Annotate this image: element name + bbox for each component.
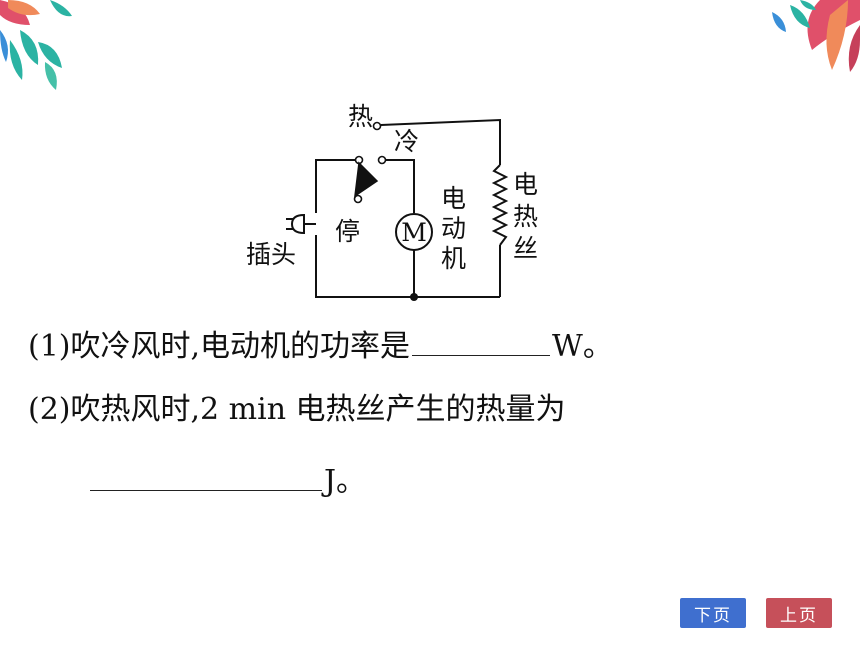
- question-2: (2)吹热风时,2 min 电热丝产生的热量为: [28, 390, 566, 430]
- label-plug: 插头: [246, 240, 296, 269]
- wire-cold: [385, 159, 415, 213]
- question-2-continued: J。: [88, 460, 366, 502]
- floral-decoration-right-icon: [772, 0, 860, 72]
- wire-hot: [380, 118, 501, 165]
- question-2-unit: J。: [324, 464, 367, 499]
- contact-stop: [353, 194, 363, 204]
- label-heater-1: 电: [513, 170, 538, 199]
- answer-blank-1: [412, 325, 551, 356]
- label-stop: 停: [335, 217, 360, 246]
- label-hot: 热: [348, 102, 373, 131]
- label-heater-2: 热: [513, 202, 538, 231]
- wire-left-top: [315, 159, 359, 213]
- contact-cold: [377, 155, 387, 165]
- label-motor-3: 机: [441, 244, 466, 273]
- motor-letter: M: [401, 218, 427, 247]
- answer-blank-2: [90, 460, 322, 491]
- floral-decoration-left-icon: [0, 0, 72, 90]
- label-motor-1: 电: [441, 184, 466, 213]
- junction-dot: [410, 293, 418, 301]
- question-1: (1)吹冷风时,电动机的功率是 W。: [28, 325, 613, 367]
- contact-hot: [372, 121, 382, 131]
- switch-blade: [354, 161, 379, 198]
- hair-dryer-circuit-diagram: M 热 冷 停 插头 电 动 机 电 热 丝: [246, 102, 538, 301]
- heater-resistor: [491, 164, 509, 246]
- previous-page-button[interactable]: 上页: [766, 598, 832, 628]
- plug-icon: [286, 213, 316, 235]
- next-page-button[interactable]: 下页: [680, 598, 746, 628]
- label-heater-3: 丝: [513, 234, 538, 263]
- question-1-text: (1)吹冷风时,电动机的功率是: [28, 329, 411, 364]
- question-2-text: (2)吹热风时,2 min 电热丝产生的热量为: [28, 392, 566, 427]
- label-motor-2: 动: [441, 214, 466, 243]
- question-1-unit: W。: [552, 329, 613, 364]
- motor-symbol: [395, 213, 433, 251]
- label-cold: 冷: [394, 127, 419, 156]
- wire-left-bottom: [315, 235, 500, 298]
